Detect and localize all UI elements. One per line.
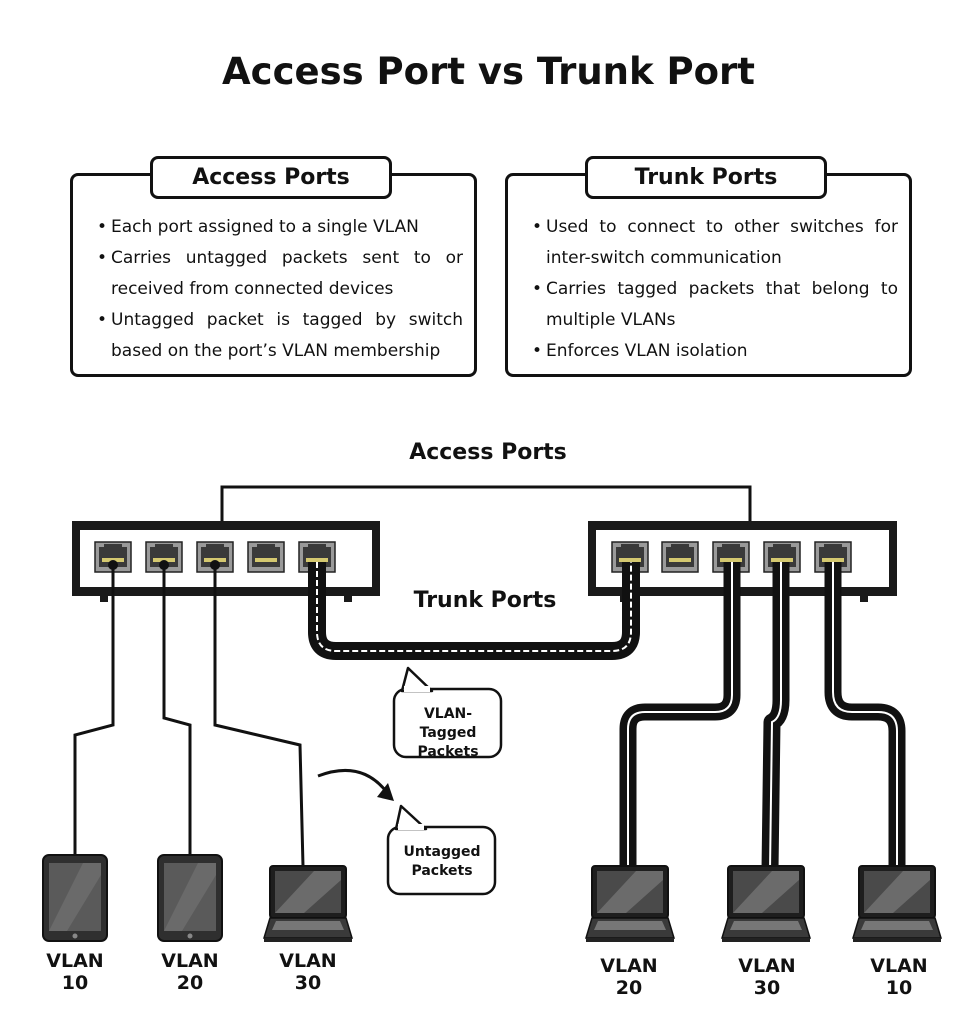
tablet-icon [42, 854, 108, 942]
access-ports-bullets: Each port assigned to a single VLAN Carr… [97, 212, 463, 367]
tagged-bubble-shape [392, 666, 503, 759]
cable-vlan30-left [213, 565, 305, 867]
trunk-ports-heading: Trunk Ports [585, 156, 827, 199]
left-switch [72, 521, 380, 602]
access-bullet-2: Carries untagged packets sent to or rece… [97, 243, 463, 305]
access-bullet-3: Untagged packet is tagged by switch base… [97, 305, 463, 367]
access-ports-label: Access Ports [409, 440, 567, 465]
tagged-bubble-text: VLAN-Tagged Packets [417, 706, 479, 760]
untagged-bubble-shape [386, 804, 497, 896]
access-bullet-1: Each port assigned to a single VLAN [97, 212, 463, 243]
page-title: Access Port vs Trunk Port [222, 50, 755, 93]
trunk-bullet-2: Carries tagged packets that belong to mu… [532, 274, 898, 336]
curved-arrow [317, 768, 387, 791]
cable-vlan20-left [162, 565, 192, 855]
cable-vlan10-left [73, 565, 115, 855]
trunk-ports-bullets: Used to connect to other switches for in… [532, 212, 898, 367]
trunk-ports-label: Trunk Ports [413, 588, 557, 613]
untagged-bubble-text: Untagged Packets [403, 844, 481, 879]
laptop-icon [852, 865, 942, 943]
right-cables [619, 562, 906, 871]
laptop-icon [721, 865, 811, 943]
trunk-bullet-3: Enforces VLAN isolation [532, 336, 898, 367]
trunk-ports-card: Used to connect to other switches for in… [505, 173, 912, 377]
access-ports-bracket [220, 485, 752, 522]
access-cables [73, 565, 305, 867]
tablet-icon [157, 854, 223, 942]
laptop-icon [263, 865, 353, 943]
access-ports-card: Each port assigned to a single VLAN Carr… [70, 173, 477, 377]
access-ports-heading: Access Ports [150, 156, 392, 199]
laptop-icon [585, 865, 675, 943]
trunk-bullet-1: Used to connect to other switches for in… [532, 212, 898, 274]
